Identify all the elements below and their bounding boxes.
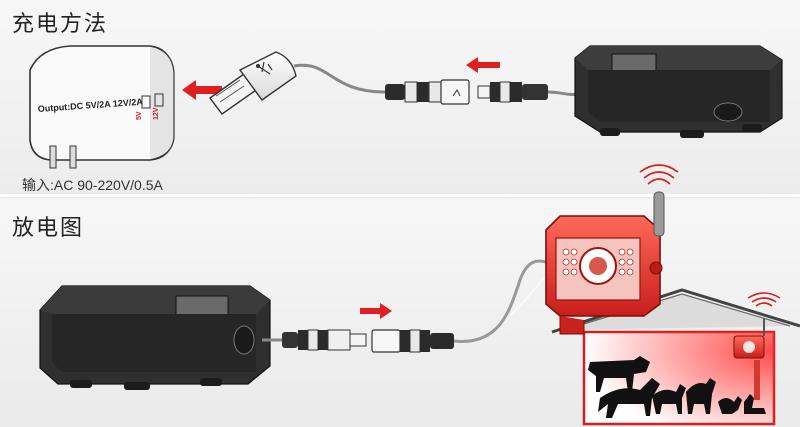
cable-connector-out-female [371, 329, 454, 353]
wall-adapter: Output:DC 5V/2A 12V/2A 5V 12V [29, 45, 175, 169]
cable-connector-out-male [282, 329, 367, 351]
arrow-icon [182, 80, 222, 100]
animals-silhouettes [588, 356, 766, 418]
charging-method-title: 充电方法 [12, 12, 109, 37]
red-camera [545, 215, 663, 335]
battery-box-charging [574, 45, 783, 138]
power-plug-icon [49, 145, 77, 169]
cable-connector-female [385, 79, 470, 105]
arrow-icon [360, 303, 392, 319]
usb-icon [256, 61, 273, 75]
battery-box-discharging [39, 285, 271, 390]
wifi-signal-icon [747, 292, 781, 307]
discharge-diagram-title: 放电图 [12, 216, 85, 241]
cable-connector-male [477, 81, 548, 103]
adapter-led-12v: 12V [153, 107, 160, 120]
barn-camera [733, 318, 765, 400]
arrow-icon [466, 57, 500, 73]
section-divider [0, 194, 800, 197]
antenna-icon [639, 164, 679, 237]
adapter-led-5v: 5V [136, 111, 143, 120]
usb-plug [209, 51, 297, 115]
adapter-input-spec: 输入:AC 90-220V/0.5A [22, 177, 163, 193]
